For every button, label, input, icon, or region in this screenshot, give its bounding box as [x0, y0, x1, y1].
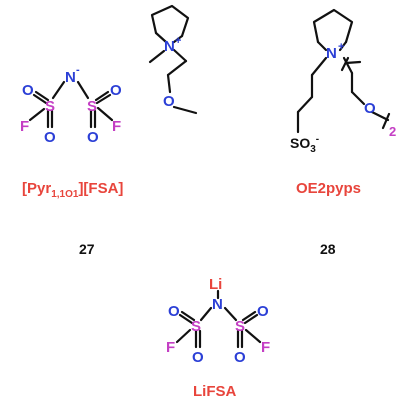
atom-o-27-ether: O — [163, 93, 175, 110]
atom-o-27-b: O — [44, 129, 56, 146]
atom-s-left-lifsa: S — [191, 318, 201, 335]
label-pyr-tail: ][FSA] — [78, 180, 124, 197]
compound-number-27: 27 — [79, 241, 95, 257]
compound-number-28: 28 — [320, 241, 336, 257]
atom-li: Li — [209, 276, 222, 293]
charge-plus-27: + — [175, 35, 181, 47]
label-pyr-fsa: [Pyr1,1O1][FSA] — [22, 180, 123, 200]
atom-f-lifsa-right: F — [261, 339, 270, 356]
oe2pyps-structure — [296, 8, 391, 134]
charge-minus-fsa-27: - — [76, 64, 80, 76]
atom-f-27-left: F — [20, 118, 29, 135]
atom-s-right-27: S — [87, 98, 97, 115]
atom-o-28: O — [364, 100, 376, 117]
atom-o-lifsa-d: O — [234, 349, 246, 366]
atom-o-lifsa-c: O — [257, 303, 269, 320]
atom-o-27-c: O — [110, 82, 122, 99]
atom-o-lifsa-a: O — [168, 303, 180, 320]
label-pyr-main: [Pyr — [22, 180, 52, 197]
label-oe2pyps: OE2pyps — [296, 180, 362, 197]
label-lifsa: LiFSA — [193, 383, 237, 400]
atom-s-left-27: S — [45, 98, 55, 115]
subscript-2-28: 2 — [389, 124, 396, 139]
atom-n-28: N — [326, 45, 337, 62]
atom-o-27-d: O — [87, 129, 99, 146]
atom-f-27-right: F — [112, 118, 121, 135]
label-pyr-sub: 1,1O1 — [51, 189, 79, 200]
atom-o-lifsa-b: O — [192, 349, 204, 366]
lifsa-structure — [175, 289, 262, 349]
atom-n-27: N — [164, 38, 175, 55]
pyr-ring-27 — [148, 4, 198, 115]
atom-o-27-a: O — [22, 82, 34, 99]
fsa-anion-27 — [28, 80, 114, 129]
sulfonate-label-28: SO3- — [290, 134, 319, 155]
atom-n-fsa-27: N — [65, 69, 76, 86]
charge-plus-28: + — [338, 41, 344, 53]
atom-f-lifsa-left: F — [166, 339, 175, 356]
atom-n-lifsa: N — [212, 296, 223, 313]
atom-s-right-lifsa: S — [235, 318, 245, 335]
